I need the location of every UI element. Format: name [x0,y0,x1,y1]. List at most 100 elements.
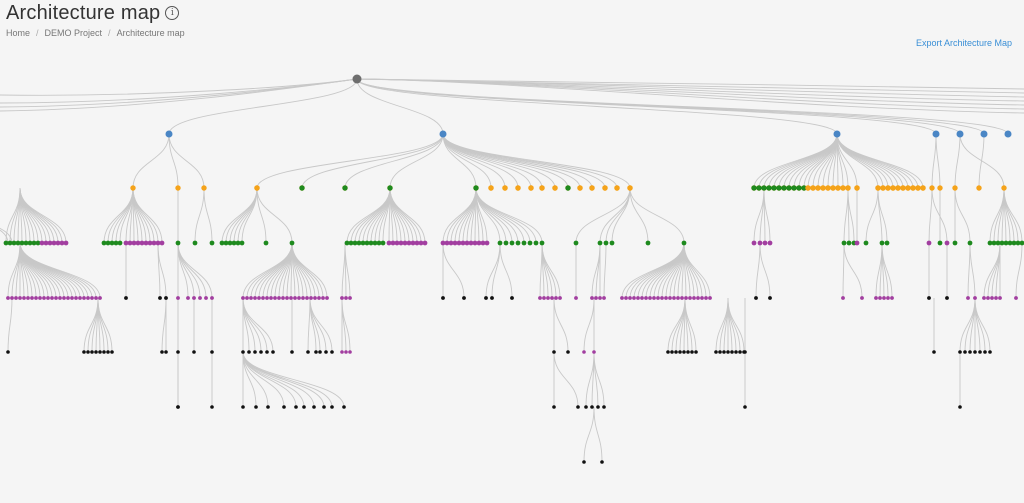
tree-node[interactable] [380,240,386,246]
tree-node[interactable] [609,240,615,246]
tree-node[interactable] [982,296,986,300]
tree-node[interactable] [700,296,704,300]
tree-node[interactable] [219,240,225,246]
tree-node[interactable] [1015,240,1021,246]
tree-node[interactable] [368,240,374,246]
tree-node[interactable] [330,350,334,354]
tree-node[interactable] [402,240,408,246]
tree-node[interactable] [464,240,470,246]
tree-node[interactable] [143,240,149,246]
tree-node[interactable] [223,240,229,246]
tree-node[interactable] [158,296,162,300]
tree-node[interactable] [990,296,994,300]
tree-node[interactable] [791,185,797,191]
tree-node[interactable] [305,296,309,300]
tree-node[interactable] [113,240,119,246]
tree-node[interactable] [7,240,13,246]
tree-node[interactable] [999,240,1005,246]
tree-node[interactable] [348,296,352,300]
tree-node[interactable] [863,240,869,246]
tree-node[interactable] [652,296,656,300]
tree-node[interactable] [503,240,509,246]
tree-node[interactable] [730,350,734,354]
tree-node[interactable] [958,350,962,354]
tree-node[interactable] [666,350,670,354]
tree-node[interactable] [418,240,424,246]
tree-node[interactable] [895,185,901,191]
tree-node[interactable] [15,240,21,246]
tree-node[interactable] [210,350,214,354]
tree-node[interactable] [527,240,533,246]
tree-node[interactable] [176,296,180,300]
tree-node[interactable] [592,350,596,354]
tree-node[interactable] [574,296,578,300]
tree-node[interactable] [19,240,25,246]
tree-node[interactable] [192,296,196,300]
tree-node[interactable] [672,296,676,300]
tree-node[interactable] [528,185,534,191]
tree-node[interactable] [360,240,366,246]
tree-node[interactable] [656,296,660,300]
tree-node[interactable] [878,296,882,300]
tree-node[interactable] [538,296,542,300]
tree-node[interactable] [127,240,133,246]
tree-node[interactable] [11,240,17,246]
tree-node[interactable] [937,185,943,191]
tree-node[interactable] [796,185,802,191]
tree-node[interactable] [768,296,772,300]
tree-node[interactable] [261,296,265,300]
tree-node[interactable] [265,350,269,354]
tree-node[interactable] [159,240,165,246]
tree-node[interactable] [680,296,684,300]
tree-node[interactable] [781,185,787,191]
tree-node[interactable] [344,350,348,354]
tree-node[interactable] [833,130,841,138]
tree-node[interactable] [978,350,982,354]
tree-node[interactable] [1019,240,1024,246]
tree-node[interactable] [766,185,772,191]
tree-node[interactable] [590,296,594,300]
tree-node[interactable] [983,350,987,354]
tree-node[interactable] [6,350,10,354]
tree-node[interactable] [692,296,696,300]
tree-node[interactable] [576,405,580,409]
tree-node[interactable] [325,296,329,300]
tree-node[interactable] [484,296,488,300]
tree-node[interactable] [670,350,674,354]
tree-node[interactable] [694,350,698,354]
tree-node[interactable] [552,405,556,409]
tree-node[interactable] [34,296,38,300]
tree-node[interactable] [546,296,550,300]
tree-node[interactable] [636,296,640,300]
tree-node[interactable] [681,240,687,246]
tree-node[interactable] [86,296,90,300]
tree-node[interactable] [390,240,396,246]
tree-node[interactable] [678,350,682,354]
tree-node[interactable] [515,185,521,191]
tree-node[interactable] [239,240,245,246]
tree-node[interactable] [314,350,318,354]
tree-node[interactable] [754,296,758,300]
tree-node[interactable] [550,296,554,300]
tree-node[interactable] [273,296,277,300]
tree-node[interactable] [880,185,886,191]
tree-node[interactable] [875,185,881,191]
breadcrumb-project[interactable]: DEMO Project [44,28,103,38]
tree-node[interactable] [348,240,354,246]
tree-node[interactable] [70,296,74,300]
tree-node[interactable] [265,296,269,300]
tree-node[interactable] [805,185,811,191]
tree-node[interactable] [317,296,321,300]
tree-node[interactable] [131,240,137,246]
tree-node[interactable] [714,350,718,354]
tree-node[interactable] [602,405,606,409]
tree-node[interactable] [900,185,906,191]
tree-node[interactable] [841,240,847,246]
tree-node[interactable] [43,240,49,246]
tree-node[interactable] [299,185,305,191]
tree-node[interactable] [78,296,82,300]
tree-node[interactable] [973,296,977,300]
tree-node[interactable] [497,240,503,246]
tree-node[interactable] [998,296,1002,300]
tree-node[interactable] [502,185,508,191]
